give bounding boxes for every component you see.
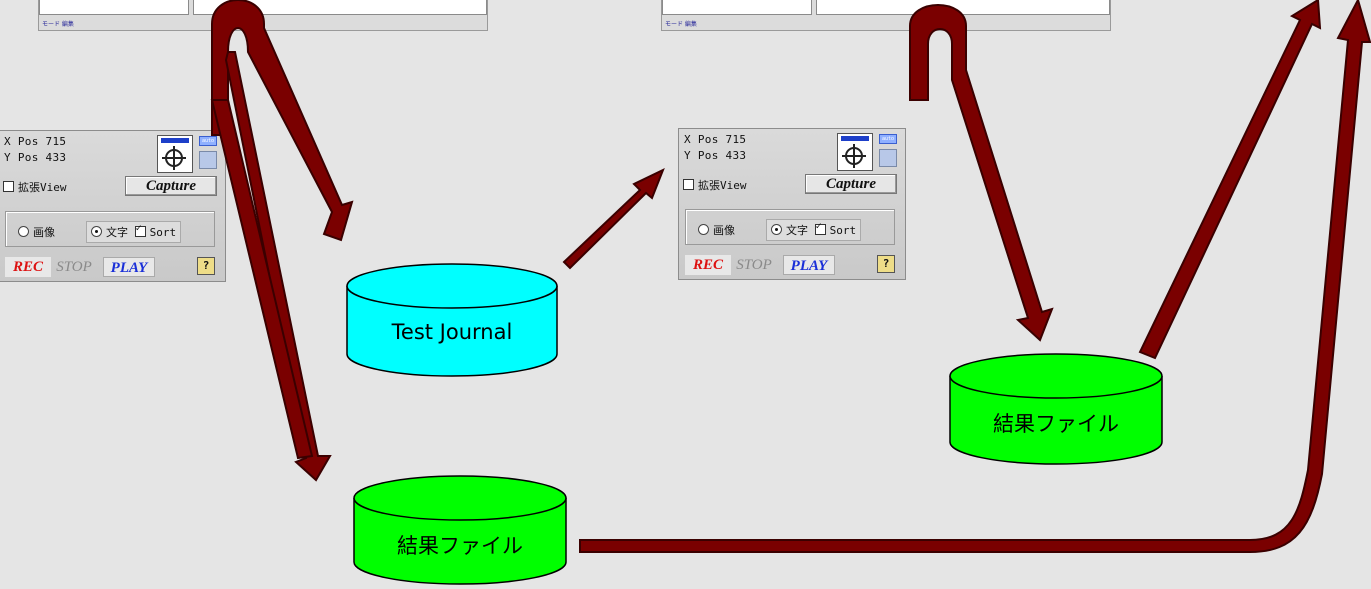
crosshair-target-icon[interactable] — [837, 133, 873, 171]
radio-text[interactable]: 文字 Sort — [766, 219, 862, 241]
mode-group: 画像 文字 Sort — [685, 209, 895, 245]
capture-panel-left: X Pos 715 Y Pos 433 auto 拡張View Capture … — [0, 130, 226, 282]
rec-button[interactable]: REC — [5, 257, 51, 277]
window-status-text: モード 編集 — [665, 21, 697, 28]
app-window-right: モード 編集 — [661, 0, 1111, 31]
sort-label: Sort — [149, 226, 177, 239]
stop-button[interactable]: STOP — [56, 259, 92, 275]
arrow-to-result-file-right — [909, 4, 1054, 342]
mini-toggle-button[interactable] — [879, 149, 897, 167]
rec-button[interactable]: REC — [685, 255, 731, 275]
sort-checkbox[interactable] — [814, 221, 826, 235]
capture-button[interactable]: Capture — [125, 176, 217, 196]
capture-button[interactable]: Capture — [805, 174, 897, 194]
arrow-left-stem — [210, 99, 314, 460]
help-button[interactable]: ? — [197, 257, 215, 275]
crosshair-target-icon[interactable] — [157, 135, 193, 173]
result-file-bottom-label: 結果ファイル — [397, 534, 523, 558]
test-journal-database: Test Journal — [345, 262, 559, 378]
extended-view-label: 拡張View — [18, 181, 67, 194]
y-pos-readout: Y Pos 433 — [4, 151, 67, 164]
x-pos-readout: X Pos 715 — [684, 133, 747, 146]
auto-mini-button[interactable]: auto — [879, 134, 897, 144]
extended-view-checkbox[interactable]: 拡張View — [683, 177, 747, 193]
radio-text-label: 文字 — [106, 226, 128, 239]
x-pos-readout: X Pos 715 — [4, 135, 67, 148]
auto-mini-button[interactable]: auto — [199, 136, 217, 146]
result-file-right-label: 結果ファイル — [993, 412, 1119, 436]
radio-image[interactable]: 画像 — [18, 224, 55, 240]
checkbox-icon — [3, 181, 14, 192]
radio-text-label: 文字 — [786, 224, 808, 237]
mini-toggle-button[interactable] — [199, 151, 217, 169]
result-file-right-database: 結果ファイル — [948, 350, 1164, 468]
window-pane — [662, 0, 812, 15]
radio-icon — [18, 226, 29, 237]
arrow-journal-to-panel — [562, 167, 665, 270]
help-button[interactable]: ? — [877, 255, 895, 273]
radio-selected-icon — [91, 226, 102, 237]
radio-image-label: 画像 — [713, 224, 735, 237]
arrow-to-result-file-bottom — [224, 51, 332, 482]
mode-group: 画像 文字 Sort — [5, 211, 215, 247]
y-pos-readout: Y Pos 433 — [684, 149, 747, 162]
arrow-to-test-journal — [211, 0, 354, 242]
extended-view-label: 拡張View — [698, 179, 747, 192]
play-button[interactable]: PLAY — [103, 257, 155, 277]
radio-image-label: 画像 — [33, 226, 55, 239]
extended-view-checkbox[interactable]: 拡張View — [3, 179, 67, 195]
window-pane — [193, 0, 487, 15]
sort-checkbox[interactable] — [134, 223, 146, 237]
capture-panel-middle: X Pos 715 Y Pos 433 auto 拡張View Capture … — [678, 128, 906, 280]
stop-button[interactable]: STOP — [736, 257, 772, 273]
radio-icon — [698, 224, 709, 235]
arrow-bottom-to-top-right — [579, 0, 1371, 553]
radio-image[interactable]: 画像 — [698, 222, 735, 238]
result-file-bottom-database: 結果ファイル — [352, 474, 568, 588]
play-button[interactable]: PLAY — [783, 255, 835, 275]
sort-label: Sort — [829, 224, 857, 237]
test-journal-label: Test Journal — [391, 320, 513, 344]
window-pane — [39, 0, 189, 15]
arrow-result-to-top-right — [1138, 0, 1322, 360]
checkbox-icon — [683, 179, 694, 190]
radio-selected-icon — [771, 224, 782, 235]
radio-text[interactable]: 文字 Sort — [86, 221, 182, 243]
window-status-text: モード 編集 — [42, 21, 74, 28]
